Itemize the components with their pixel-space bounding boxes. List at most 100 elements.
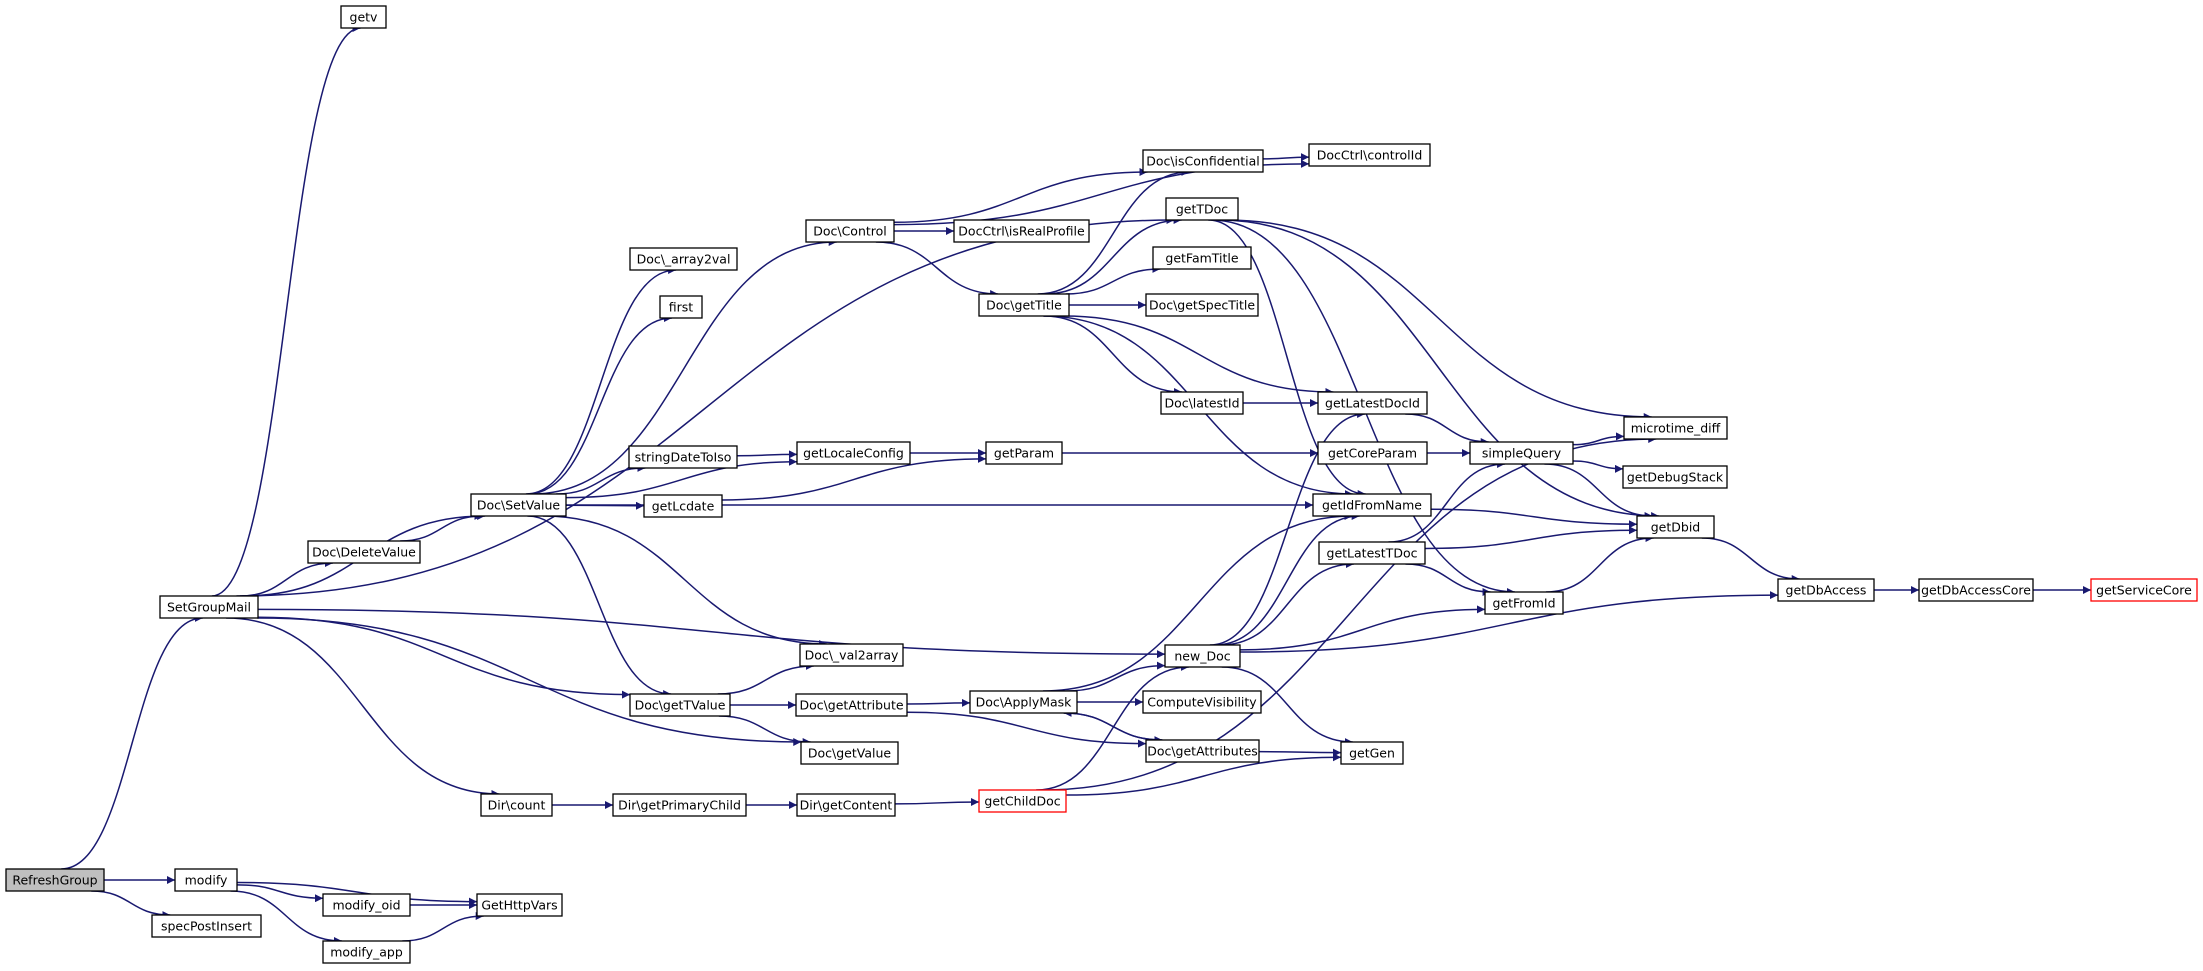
node-modify_app[interactable]: modify_app — [322, 940, 411, 964]
node-getparam[interactable]: getParam — [985, 441, 1063, 465]
edge-docdeletevalue-to-docsetvalue — [400, 512, 483, 542]
node-docgetattributes[interactable]: Doc\getAttributes — [1145, 739, 1260, 763]
node-docapplymask[interactable]: Doc\ApplyMask — [969, 690, 1078, 714]
node-box — [1777, 578, 1875, 602]
edge-setgroupmail-to-gettdoc — [236, 216, 1175, 597]
node-docisconfidential[interactable]: Doc\isConfidential — [1142, 149, 1264, 173]
nodes: RefreshGroup modify specPostInsert modify_o… — [5, 5, 2198, 964]
edge-setgroupmail-to-getv — [211, 24, 361, 597]
node-getidfromname[interactable]: getIdFromName — [1312, 493, 1432, 517]
edge-docgetattributes-to-getgen — [1258, 748, 1342, 757]
node-getfromid[interactable]: getFromId — [1484, 591, 1564, 615]
node-box — [628, 445, 738, 469]
node-label: getCoreParam — [1328, 446, 1417, 461]
node-box — [1312, 493, 1432, 517]
node-box — [643, 494, 723, 518]
node-getgen[interactable]: getGen — [1340, 741, 1404, 765]
node-label: DocCtrl\controlId — [1317, 148, 1423, 163]
node-simplequery[interactable]: simpleQuery — [1469, 441, 1574, 465]
node-gettdoc[interactable]: getTDoc — [1165, 197, 1239, 221]
node-getchilddoc[interactable]: getChildDoc — [978, 789, 1067, 813]
node-docgettvalue[interactable]: Doc\getTValue — [629, 693, 731, 717]
node-docval2array[interactable]: Doc\_val2array — [799, 643, 904, 667]
edge-simplequery-to-getdbid — [1544, 463, 1653, 520]
edge-new_doc-to-getlatesttdoc — [1220, 560, 1354, 646]
node-specpostinsert[interactable]: specPostInsert — [151, 914, 262, 938]
node-getlatestdocid[interactable]: getLatestDocId — [1317, 391, 1428, 415]
node-label: RefreshGroup — [12, 873, 97, 888]
node-docgetvalue[interactable]: Doc\getValue — [800, 741, 899, 765]
node-modify_oid[interactable]: modify_oid — [322, 893, 411, 917]
node-box — [1164, 644, 1241, 668]
edge-modify_app-to-gethttpvars — [402, 912, 484, 942]
node-getdebugstack[interactable]: getDebugStack — [1622, 465, 1728, 489]
node-box — [1484, 591, 1564, 615]
node-label: Doc\Control — [813, 224, 887, 239]
node-box — [159, 595, 259, 619]
node-getdbaccess[interactable]: getDbAccess — [1777, 578, 1875, 602]
edge-getchilddoc-to-new_doc — [1036, 663, 1189, 791]
node-label: Doc\getTitle — [986, 298, 1062, 313]
node-box — [800, 741, 899, 765]
node-box — [796, 793, 896, 817]
node-dirgetcontent[interactable]: Dir\getContent — [796, 793, 896, 817]
edge-getchilddoc-to-microtime_diff — [1041, 435, 1657, 791]
node-docdeletevalue[interactable]: Doc\DeleteValue — [307, 540, 421, 564]
node-label: Doc\_val2array — [805, 648, 899, 663]
node-box — [340, 5, 387, 29]
node-stringdatetoiso[interactable]: stringDateToIso — [628, 445, 738, 469]
node-docgetspectitle[interactable]: Doc\getSpecTitle — [1145, 293, 1259, 317]
node-getdbid[interactable]: getDbid — [1636, 515, 1715, 539]
node-computevisibility[interactable]: ComputeVisibility — [1142, 690, 1262, 714]
node-box — [629, 247, 738, 271]
node-modify[interactable]: modify — [174, 868, 238, 892]
node-getv[interactable]: getv — [340, 5, 387, 29]
node-docsetvalue[interactable]: Doc\SetValue — [470, 493, 567, 517]
node-dircount[interactable]: Dir\count — [480, 793, 553, 817]
node-getlatesttdoc[interactable]: getLatestTDoc — [1318, 541, 1426, 565]
node-label: Doc\DeleteValue — [312, 545, 416, 560]
node-refreshgroup[interactable]: RefreshGroup — [5, 868, 105, 892]
edge-getdbid-to-getdbaccess — [1701, 537, 1800, 583]
node-label: getFamTitle — [1165, 251, 1239, 266]
edge-doccontrol-to-docctrlcontrolid — [893, 159, 1310, 226]
node-getlocaleconfig[interactable]: getLocaleConfig — [796, 441, 911, 465]
node-docctrlcontrolid[interactable]: DocCtrl\controlId — [1308, 143, 1431, 167]
node-docarray2val[interactable]: Doc\_array2val — [629, 247, 738, 271]
node-setgroupmail[interactable]: SetGroupMail — [159, 595, 259, 619]
edge-modify-to-modify_app — [230, 890, 342, 945]
node-box — [1160, 391, 1244, 415]
edge-dirgetcontent-to-getchilddoc — [894, 797, 980, 806]
node-first[interactable]: first — [659, 295, 703, 319]
node-box — [5, 868, 105, 892]
node-docgetattribute[interactable]: Doc\getAttribute — [795, 693, 908, 717]
node-getcoreparam[interactable]: getCoreParam — [1317, 441, 1428, 465]
node-label: Doc\SetValue — [477, 498, 561, 513]
edges — [61, 24, 2091, 945]
node-dirgetprimarychild[interactable]: Dir\getPrimaryChild — [612, 793, 747, 817]
node-new_doc[interactable]: new_Doc — [1164, 644, 1241, 668]
node-getdbaccesscore[interactable]: getDbAccessCore — [1918, 578, 2034, 602]
node-gethttpvars[interactable]: GetHttpVars — [476, 893, 563, 917]
node-getlcdate[interactable]: getLcdate — [643, 494, 723, 518]
node-label: getLatestDocId — [1325, 396, 1420, 411]
edge-new_doc-to-getidfromname — [1214, 512, 1360, 646]
edge-setgroupmail-to-docgetvalue — [257, 617, 802, 746]
node-getservicecore[interactable]: getServiceCore — [2090, 578, 2198, 602]
node-box — [969, 690, 1078, 714]
edge-new_doc-to-getdbaccess — [1239, 591, 1779, 653]
edge-new_doc-to-getfromid — [1239, 605, 1486, 651]
node-microtime_diff[interactable]: microtime_diff — [1623, 416, 1728, 440]
node-docgettitle[interactable]: Doc\getTitle — [978, 293, 1070, 317]
node-doccontrol[interactable]: Doc\Control — [805, 219, 895, 243]
node-label: getLocaleConfig — [803, 446, 904, 461]
node-docctrlisrealprofile[interactable]: DocCtrl\isRealProfile — [953, 219, 1090, 243]
edge-doccontrol-to-docisconfidential — [893, 168, 1148, 224]
node-label: getIdFromName — [1322, 498, 1422, 513]
node-doclatestid[interactable]: Doc\latestId — [1160, 391, 1244, 415]
edge-docsetvalue-to-docval2array — [542, 515, 828, 648]
node-box — [322, 893, 411, 917]
node-getfamtitle[interactable]: getFamTitle — [1152, 246, 1252, 270]
edge-new_doc-to-getlatestdocid — [1209, 410, 1366, 646]
